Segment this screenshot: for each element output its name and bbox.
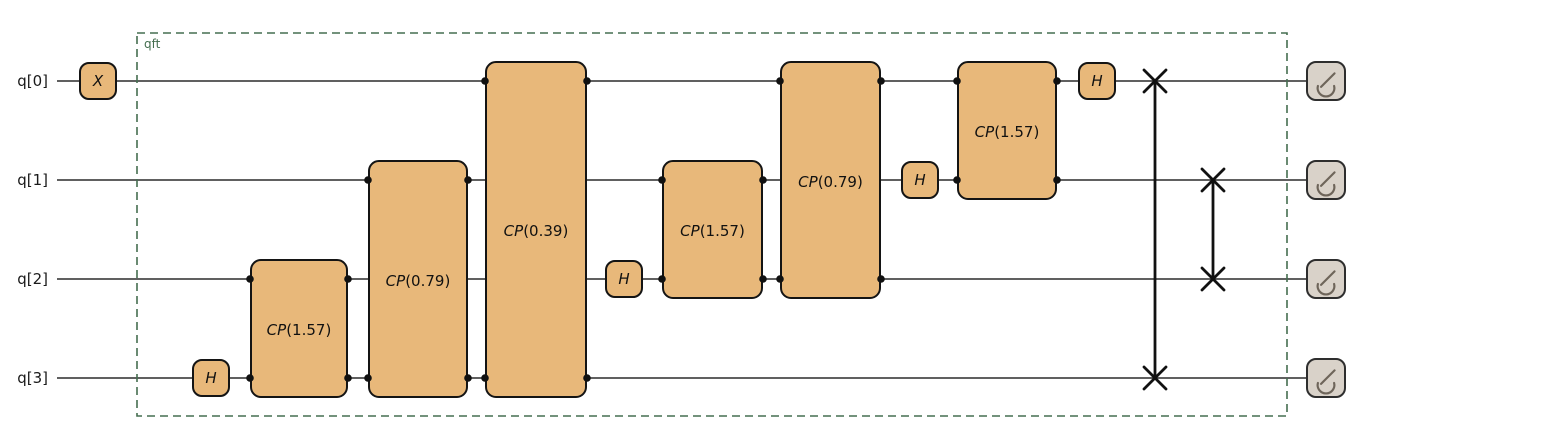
cp-param: (0.79) (405, 272, 451, 290)
measure-box-q2 (1306, 259, 1346, 299)
cp-param: (0.39) (523, 222, 569, 240)
gate-cp-q0-q1: CP(1.57) (957, 61, 1057, 200)
gate-cp-q2-q3: CP(1.57) (250, 259, 348, 398)
measure-box-q1 (1306, 160, 1346, 200)
gate-cp-q1-q2: CP(1.57) (662, 160, 763, 299)
gate-cp-q0-q3: CP(0.39) (485, 61, 587, 398)
gate-h-q3: H (192, 359, 230, 397)
qubit-label-q1: q[1] (17, 171, 48, 189)
measure-icon (1316, 369, 1336, 395)
cp-param: (0.79) (817, 173, 863, 191)
cp-name: CP (974, 123, 995, 141)
cp-name: CP (503, 222, 524, 240)
measure-icon (1316, 270, 1336, 296)
cp-name: CP (798, 173, 818, 191)
cp-param: (1.57) (994, 123, 1040, 141)
qft-group-label: qft (144, 37, 161, 51)
gate-h-q1: H (901, 161, 939, 199)
gate-x-label: X (92, 72, 104, 90)
gate-cp-label: CP(0.79) (370, 270, 466, 292)
gate-h-label: H (1091, 72, 1103, 90)
gate-cp-label: CP(1.57) (664, 220, 761, 242)
cp-param: (1.57) (286, 321, 332, 339)
cp-name: CP (266, 321, 287, 339)
qft-group-box (136, 32, 1288, 417)
gate-h-q2: H (605, 260, 643, 298)
gate-cp-label: CP(1.57) (252, 319, 346, 341)
qubit-label-q0: q[0] (17, 72, 48, 90)
gate-h-label: H (914, 171, 926, 189)
measure-box-q3 (1306, 358, 1346, 398)
gate-cp-q0-q2: CP(0.79) (780, 61, 881, 299)
measure-box-q0 (1306, 61, 1346, 101)
gate-h-q0: H (1078, 62, 1116, 100)
qubit-label-q3: q[3] (17, 369, 48, 387)
gate-cp-label: CP(0.39) (487, 220, 585, 242)
qubit-label-q2: q[2] (17, 270, 48, 288)
gate-cp-label: CP(0.79) (782, 171, 879, 193)
gate-x-q0: X (79, 62, 117, 100)
gate-h-label: H (205, 369, 217, 387)
cp-name: CP (680, 222, 700, 240)
gate-h-label: H (618, 270, 630, 288)
gate-cp-q1-q3: CP(0.79) (368, 160, 468, 398)
gate-cp-label: CP(1.57) (959, 121, 1055, 143)
cp-param: (1.57) (699, 222, 745, 240)
measure-icon (1316, 171, 1336, 197)
measure-icon (1316, 72, 1336, 98)
cp-name: CP (385, 272, 406, 290)
